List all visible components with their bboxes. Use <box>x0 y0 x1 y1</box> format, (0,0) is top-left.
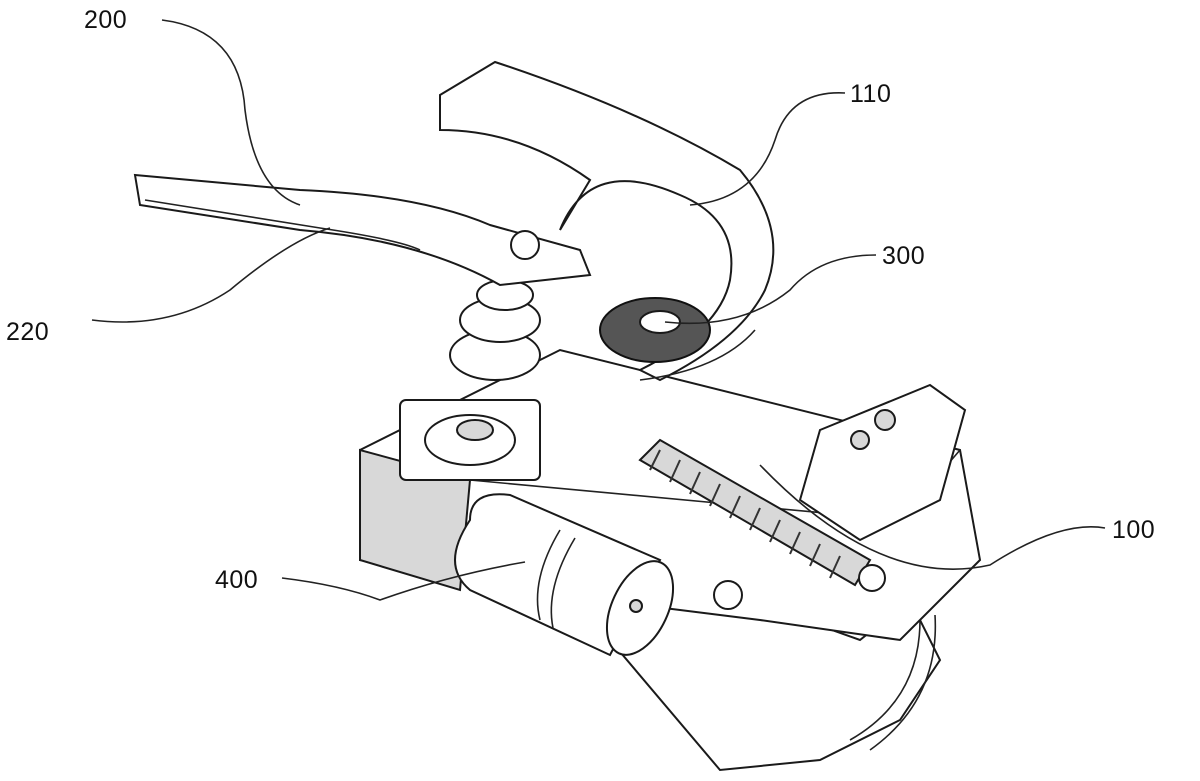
spring-coils <box>649 449 841 579</box>
label-110: 110 <box>850 80 892 108</box>
arc-guide <box>849 614 937 751</box>
spiral-center <box>639 310 681 334</box>
spring-arc <box>639 329 756 381</box>
motor-shaft <box>629 599 643 613</box>
leader-400 <box>281 561 526 601</box>
arm-200 <box>133 173 592 287</box>
label-100: 100 <box>1112 516 1156 544</box>
label-220: 220 <box>6 318 50 346</box>
leader-200 <box>161 19 301 206</box>
bracket-knob <box>874 409 896 431</box>
leader-110 <box>689 92 846 206</box>
arm-220-rail <box>144 199 421 251</box>
gear-hub <box>456 419 494 441</box>
spring-end-nut <box>858 564 886 592</box>
label-400: 400 <box>215 566 259 594</box>
leader-100 <box>759 464 1106 570</box>
label-300: 300 <box>882 242 926 270</box>
leader-300 <box>664 254 877 325</box>
pivot-knob <box>713 580 743 610</box>
arm-bolt <box>510 230 540 260</box>
leader-220 <box>91 227 331 323</box>
label-200: 200 <box>84 6 128 34</box>
motor-band <box>536 529 576 629</box>
bracket-knob <box>850 430 870 450</box>
right-bracket <box>798 383 967 542</box>
